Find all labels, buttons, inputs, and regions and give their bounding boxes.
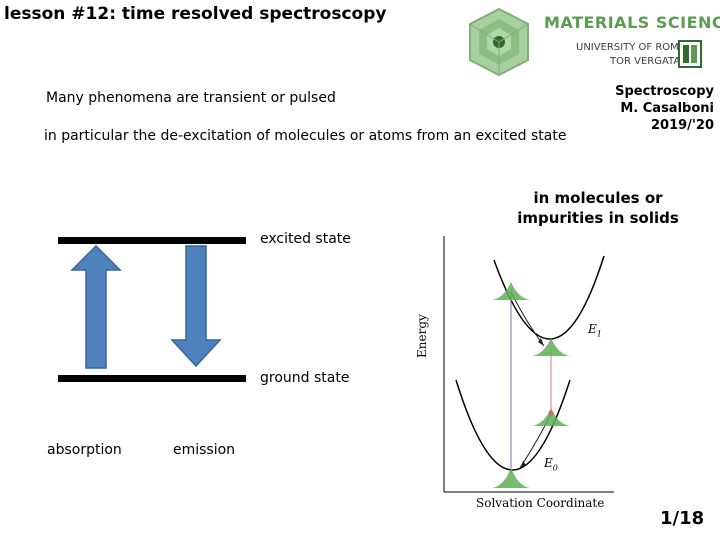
lower-curve-subscript: 0 (552, 463, 558, 473)
upper-curve-letter: E (588, 322, 597, 336)
ground-state-level (58, 375, 246, 382)
intro-line-2: in particular the de-excitation of molec… (44, 128, 567, 144)
excited-relaxed-population (532, 338, 570, 356)
tor-vergata-shield-icon (678, 40, 702, 68)
course-info: Spectroscopy M. Casalboni 2019/'20 (604, 83, 714, 134)
logo-campus-text: TOR VERGATA (610, 56, 681, 67)
logo-university-text: UNIVERSITY OF ROME (576, 42, 686, 53)
university-logo: MATERIALS SCIENCE UNIVERSITY OF ROME TOR… (462, 6, 720, 78)
logo-brand-text: MATERIALS SCIENCE (544, 13, 720, 32)
course-author: M. Casalboni (620, 101, 714, 116)
upper-curve-subscript: 1 (596, 329, 602, 339)
molecules-note-line-1: in molecules or (533, 189, 663, 207)
solvation-energy-figure: Energy Solvation Coordinate E1 E0 (415, 230, 616, 514)
materials-science-emblem-icon (469, 7, 529, 77)
lower-curve-label: E0 (544, 456, 558, 472)
y-axis-label: Energy (415, 314, 429, 358)
molecules-note: in molecules or impurities in solids (500, 188, 696, 228)
upper-curve-label: E1 (588, 322, 602, 338)
potential-curves-plot (443, 236, 614, 493)
ground-relaxed-population (492, 468, 530, 488)
transition-arrows (70, 244, 222, 369)
intro-line-1: Many phenomena are transient or pulsed (46, 90, 336, 106)
lower-curve-letter: E (544, 456, 553, 470)
ground-state-label: ground state (260, 370, 350, 386)
molecules-note-line-2: impurities in solids (517, 209, 679, 227)
slide-title: lesson #12: time resolved spectroscopy (4, 4, 387, 24)
emission-arrow (170, 245, 222, 368)
page-number: 1/18 (660, 508, 705, 529)
absorption-arrow (70, 244, 122, 369)
excited-state-level (58, 237, 246, 244)
x-axis-label: Solvation Coordinate (476, 496, 605, 510)
excited-franck-condon-population (492, 282, 530, 300)
excited-state-label: excited state (260, 231, 351, 247)
ground-franck-condon-population (532, 408, 570, 426)
course-name: Spectroscopy (615, 84, 714, 99)
absorption-label: absorption (47, 442, 122, 458)
course-year: 2019/'20 (650, 118, 714, 133)
emission-label: emission (173, 442, 236, 458)
